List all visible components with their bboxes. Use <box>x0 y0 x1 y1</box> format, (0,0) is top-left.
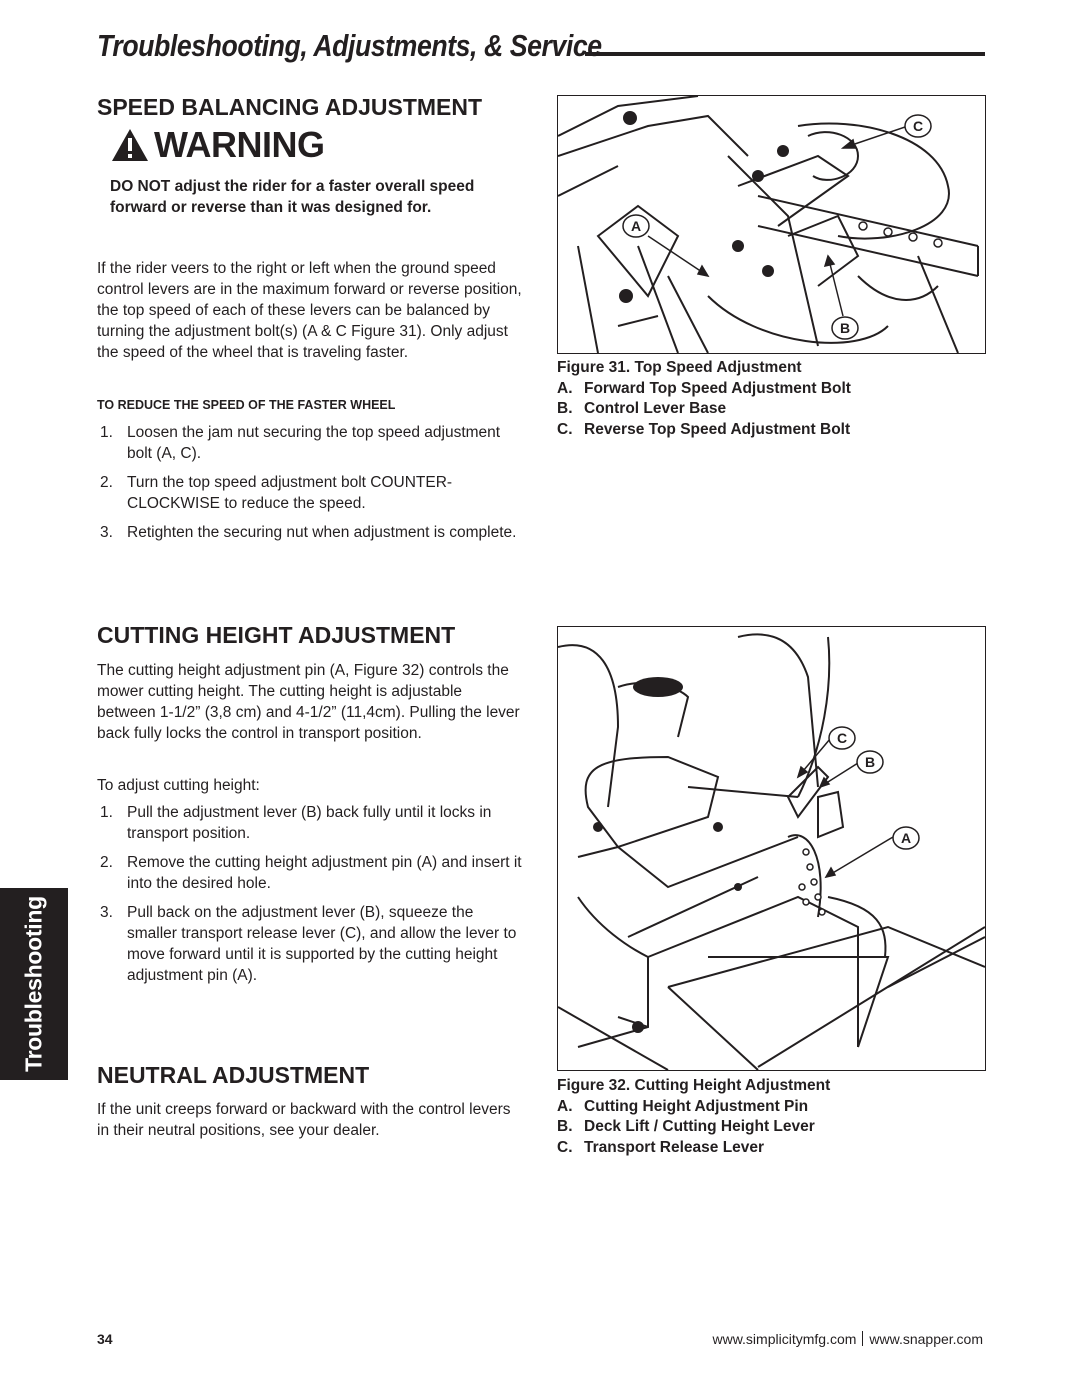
caption-item: B.Deck Lift / Cutting Height Lever <box>557 1118 815 1135</box>
footer-url-simplicity[interactable]: www.simplicitymfg.com <box>712 1331 857 1347</box>
speed-balancing-body: If the rider veers to the right or left … <box>97 260 522 361</box>
figure-32-caption: Figure 32. Cutting Height Adjustment A.C… <box>557 1076 987 1158</box>
list-item: 2.Turn the top speed adjustment bolt COU… <box>100 474 453 512</box>
caption-item: B.Control Lever Base <box>557 400 727 417</box>
footer-urls: www.simplicitymfg.com www.snapper.com <box>712 1331 983 1347</box>
header-rule <box>585 52 985 56</box>
section-side-tab: Troubleshooting <box>0 888 68 1080</box>
top-speed-adjustment-drawing: C A B <box>558 96 979 353</box>
figure-31-illustration: C A B <box>557 95 986 354</box>
caption-item: C.Transport Release Lever <box>557 1138 765 1156</box>
list-item: 1.Loosen the jam nut securing the top sp… <box>100 424 501 462</box>
figure-32-illustration: C B A <box>557 626 986 1071</box>
reduce-speed-subheading: TO REDUCE THE SPEED OF THE FASTER WHEEL <box>97 398 396 412</box>
caption-title: Figure 32. Cutting Height Adjustment <box>557 1077 831 1094</box>
cutting-height-body: The cutting height adjustment pin (A, Fi… <box>97 662 520 742</box>
callout-a: A <box>901 830 911 846</box>
speed-steps-list: 1.Loosen the jam nut securing the top sp… <box>97 422 522 551</box>
callout-b: B <box>865 754 875 770</box>
page-title: Troubleshooting, Adjustments, & Service <box>97 28 602 63</box>
warning-banner: WARNING <box>110 124 325 166</box>
figure-31-caption: Figure 31. Top Speed Adjustment A.Forwar… <box>557 358 987 440</box>
side-tab-label: Troubleshooting <box>20 896 47 1072</box>
list-item: 1.Pull the adjustment lever (B) back ful… <box>100 804 492 842</box>
warning-label: WARNING <box>154 124 325 165</box>
caption-item: C.Reverse Top Speed Adjustment Bolt <box>557 420 851 438</box>
callout-b: B <box>840 320 850 336</box>
neutral-heading: NEUTRAL ADJUSTMENT <box>97 1062 370 1088</box>
list-item: 2.Remove the cutting height adjustment p… <box>100 854 522 892</box>
footer-separator <box>862 1331 864 1346</box>
speed-balancing-heading: SPEED BALANCING ADJUSTMENT <box>97 94 483 120</box>
warning-text: DO NOT adjust the rider for a faster ove… <box>110 178 475 216</box>
cutting-height-heading: CUTTING HEIGHT ADJUSTMENT <box>97 622 456 648</box>
page-number: 34 <box>97 1331 113 1347</box>
callout-a: A <box>631 218 641 234</box>
caption-item: A.Forward Top Speed Adjustment Bolt <box>557 379 851 397</box>
list-item: 3.Pull back on the adjustment lever (B),… <box>100 904 517 984</box>
list-item: 3.Retighten the securing nut when adjust… <box>100 524 517 541</box>
caption-title: Figure 31. Top Speed Adjustment <box>557 359 802 376</box>
cutting-height-intro: To adjust cutting height: <box>97 777 260 794</box>
footer-url-snapper[interactable]: www.snapper.com <box>869 1331 983 1347</box>
callout-c: C <box>837 730 847 746</box>
cutting-height-drawing: C B A <box>558 633 985 1070</box>
callout-c: C <box>913 118 923 134</box>
caption-item: A.Cutting Height Adjustment Pin <box>557 1097 809 1115</box>
neutral-body: If the unit creeps forward or backward w… <box>97 1101 511 1139</box>
cutting-steps-list: 1.Pull the adjustment lever (B) back ful… <box>97 802 522 994</box>
warning-triangle-icon <box>112 129 148 161</box>
